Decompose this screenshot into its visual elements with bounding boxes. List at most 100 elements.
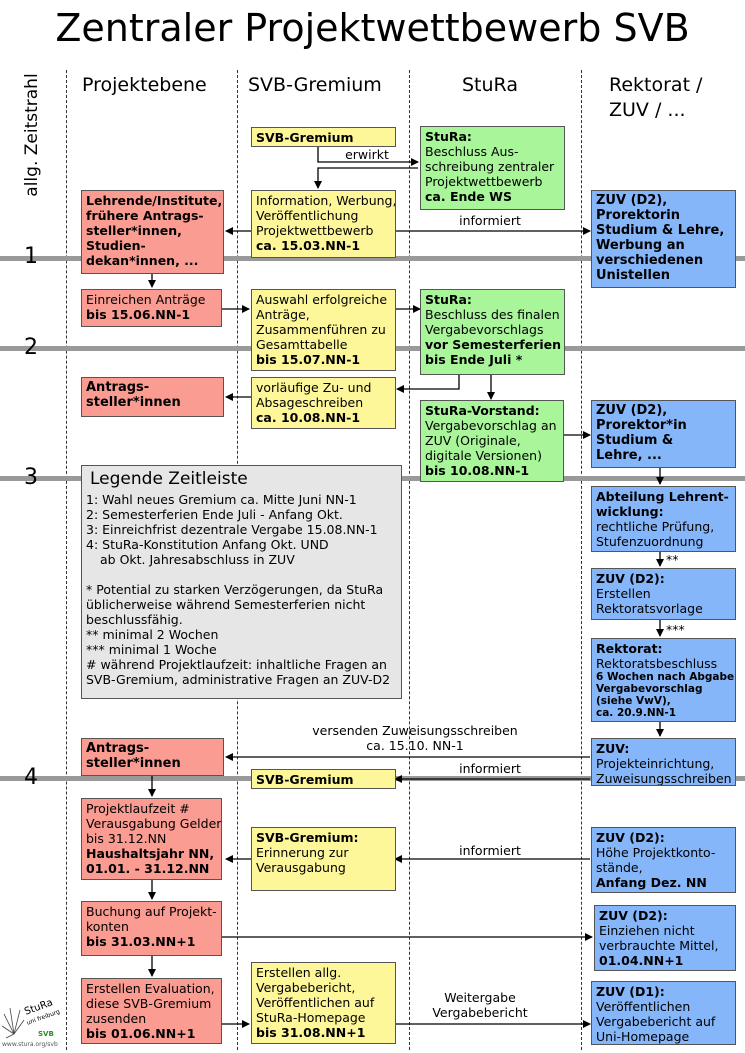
box-line: digitale Versionen) [425, 448, 542, 463]
box-line: Erinnerung zur [256, 845, 349, 860]
box-line: bis 31.08.NN+1 [256, 1025, 366, 1040]
box-line: steller*innen [86, 756, 181, 771]
lane-header-rektorat: Rektorat / ZUV / ... [609, 73, 702, 123]
box-antragsteller-2: Antrags- steller*innen [81, 738, 224, 776]
lane-divider [581, 70, 582, 1050]
arrow-label-star3: *** [666, 622, 685, 637]
box-line: 01.04.NN+1 [599, 953, 684, 968]
box-rektoratsbeschluss: Rektorat: Rektoratsbeschluss 6 Wochen na… [591, 638, 736, 722]
box-abteilung-lehrentwicklung: Abteilung Lehrent- wicklung: rechtliche … [591, 486, 736, 552]
timeline-marker-3: 3 [24, 465, 38, 490]
box-line: Vergabebericht auf [596, 1014, 716, 1029]
timeline-marker-2: 2 [24, 335, 38, 360]
box-zuv-prorektorin: ZUV (D2), Prorektorin Studium & Lehre, W… [591, 190, 736, 288]
lane-header-svb-gremium: SVB-Gremium [248, 74, 382, 96]
box-line: Veröffentlichen [596, 999, 691, 1014]
arrow-label-star2: ** [666, 552, 679, 567]
box-line: Rektoratsbeschluss [596, 656, 718, 671]
box-line: Beschluss des finalen [425, 307, 560, 322]
box-line: Uni-Homepage [596, 1029, 690, 1044]
box-line: Vergabevorschlag an [425, 418, 557, 433]
box-line: Vergabebericht, [256, 980, 356, 995]
box-line: Projektwettbewerb [256, 223, 374, 238]
box-line: Veröffentlichung [256, 208, 359, 223]
box-line: Buchung auf Projekt- [86, 904, 217, 919]
box-erstellen-evaluation: Erstellen Evaluation, diese SVB-Gremium … [81, 978, 222, 1044]
box-line: SVB-Gremium [256, 772, 354, 787]
timeline-marker-4: 4 [24, 765, 38, 790]
arrow-label-informiert: informiert [459, 843, 521, 858]
page-title: Zentraler Projektwettbewerb SVB [55, 6, 690, 50]
arrow-label-informiert: informiert [459, 761, 521, 776]
legend-line: 4: StuRa-Konstitution Anfang Okt. UND [86, 537, 329, 552]
box-line: 6 Wochen nach Abgabe [596, 671, 735, 683]
box-line: Verausgabung Gelder [86, 816, 222, 831]
box-line: Einreichen Anträge [86, 292, 206, 307]
box-line: Rektorat: [596, 641, 663, 656]
box-line: vor Semesterferien [425, 337, 562, 352]
box-line: zusenden [86, 1011, 147, 1026]
box-line: Verausgabung [256, 860, 346, 875]
box-line: frühere Antrags- [86, 208, 204, 223]
box-line: Erstellen allg. [256, 965, 342, 980]
box-zuv-projektkontostaende: ZUV (D2): Höhe Projektkonto- stände, Anf… [591, 827, 736, 893]
arrow-label-line: Weitergabe [444, 990, 516, 1005]
logo-url: www.stura.org/svb [2, 1041, 58, 1048]
box-line: dekan*innen, ... [86, 253, 199, 268]
arrow-label-weitergabe: Weitergabe Vergabebericht [425, 990, 535, 1020]
box-line: bis Ende Juli * [425, 352, 523, 367]
legend-title: Legende Zeitleiste [90, 469, 248, 489]
box-line: 01.01. - 31.12.NN [86, 861, 210, 876]
logo: StuRa uni freiburg SVB www.stura.org/svb [1, 997, 66, 1052]
box-zuv-rektoratsvorlage: ZUV (D2): Erstellen Rektoratsvorlage [591, 568, 736, 620]
box-line: ZUV (D2), [596, 193, 668, 208]
box-line: Vergabevorschlag [596, 683, 703, 695]
arrow-label-line: versenden Zuweisungsschreiben [312, 723, 518, 738]
arrow-label-line: ca. 15.10. NN-1 [366, 738, 464, 753]
box-line: Rektoratsvorlage [596, 601, 703, 616]
box-line: Anfang Dez. NN [596, 875, 707, 890]
box-line: Studium & [596, 433, 674, 448]
box-svb-gremium-informiert: SVB-Gremium [251, 769, 396, 789]
box-line: Lehre, ... [596, 448, 662, 463]
box-stura-beschluss-ausschreibung: StuRa: Beschluss Aus- schreibung zentral… [420, 126, 565, 210]
box-line: Zuweisungsschreiben [596, 771, 732, 786]
arrow-label-informiert: informiert [459, 213, 521, 228]
box-line: schreibung zentraler [425, 159, 555, 174]
box-antragsteller-1: Antrags- steller*innen [81, 377, 224, 417]
box-line: Werbung an [596, 238, 685, 253]
box-line: ca. Ende WS [425, 189, 512, 204]
box-line: bis 15.07.NN-1 [256, 352, 361, 367]
legend-line: # während Projektlaufzeit: inhaltliche F… [86, 657, 387, 672]
box-line: Unistellen [596, 268, 671, 283]
box-line: stände, [596, 860, 643, 875]
box-line: Einziehen nicht [599, 923, 695, 938]
legend-line: SVB-Gremium, administrative Fragen an ZU… [86, 672, 391, 687]
box-line: Absageschreiben [256, 395, 364, 410]
box-line: verbrauchte Mittel, [599, 938, 719, 953]
lane-header-stura: StuRa [462, 74, 518, 96]
box-line: Gesamttabelle [256, 337, 348, 352]
box-line: wicklung: [596, 504, 664, 519]
box-line: diese SVB-Gremium [86, 996, 212, 1011]
legend-line [86, 567, 397, 582]
timeline-marker-line-1 [0, 256, 745, 261]
box-line: vorläufige Zu- und [256, 380, 372, 395]
box-line: Vergabevorschlags [425, 322, 544, 337]
legend-line: ab Okt. Jahresabschluss in ZUV [100, 552, 295, 567]
arrow-label-erwirkt: erwirkt [345, 147, 389, 162]
lane-header-rektorat-line1: Rektorat / [609, 74, 703, 96]
box-line: Veröffentlichen auf [256, 995, 375, 1010]
lane-header-projektebene: Projektebene [82, 74, 207, 96]
box-line: bis 15.06.NN-1 [86, 307, 191, 322]
box-erinnerung-verausgabung: SVB-Gremium: Erinnerung zur Verausgabung [251, 827, 396, 891]
box-line: Erstellen Evaluation, [86, 981, 215, 996]
box-line: Projekteinrichtung, [596, 756, 715, 771]
box-line: verschiedenen [596, 253, 704, 268]
box-line: ca. 15.03.NN-1 [256, 238, 361, 253]
box-line: Zusammenführen zu [256, 322, 386, 337]
box-stura-vorstand: StuRa-Vorstand: Vergabevorschlag an ZUV … [420, 400, 564, 482]
box-line: SVB-Gremium: [256, 830, 359, 845]
box-information-werbung: Information, Werbung, Veröffentlichung P… [251, 190, 396, 258]
